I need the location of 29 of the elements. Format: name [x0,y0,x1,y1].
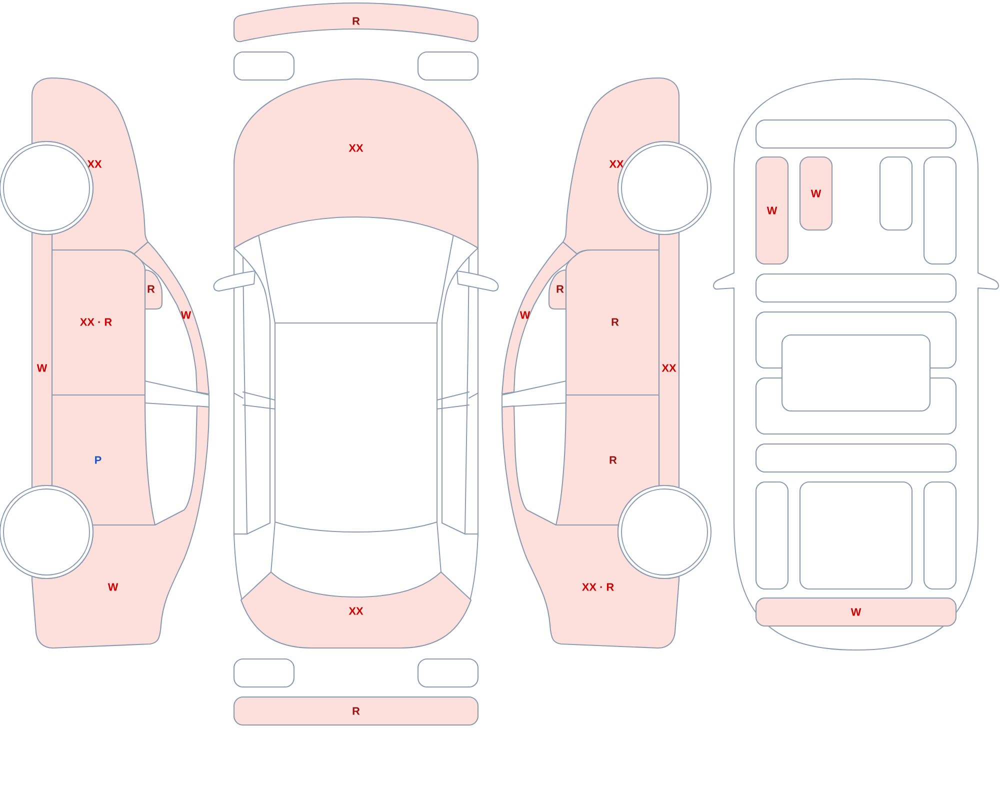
interior-panel [755,481,789,590]
panel-outline [233,658,295,688]
interior-panel [799,481,913,590]
interior-panel: W [799,156,833,231]
body-panel: XX [233,78,479,249]
interior-panel [781,334,931,412]
interior-panel [755,273,957,303]
interior-panel [923,156,957,265]
body-panel: P [51,394,156,526]
interior-panel: W [755,156,789,265]
body-panel: XX [31,77,149,255]
bumper-panel: R [233,2,479,42]
body-panel: R [555,394,660,526]
body-panel: XX · R [51,249,146,396]
body-panel: W [31,232,53,488]
body-panel: XX [562,77,680,255]
interior-panel [755,443,957,473]
body-panel: R [565,249,660,396]
interior-panel: W [755,597,957,627]
body-panel: XX [658,232,680,488]
interior-panel [879,156,913,231]
panel-outline [417,51,479,81]
mirror-panel: R [548,269,567,310]
panel-outline [233,51,295,81]
interior-panel [923,481,957,590]
body-panel: XX [240,571,472,649]
panel-outline [417,658,479,688]
bumper-panel: R [233,696,479,726]
interior-panel [755,119,957,149]
